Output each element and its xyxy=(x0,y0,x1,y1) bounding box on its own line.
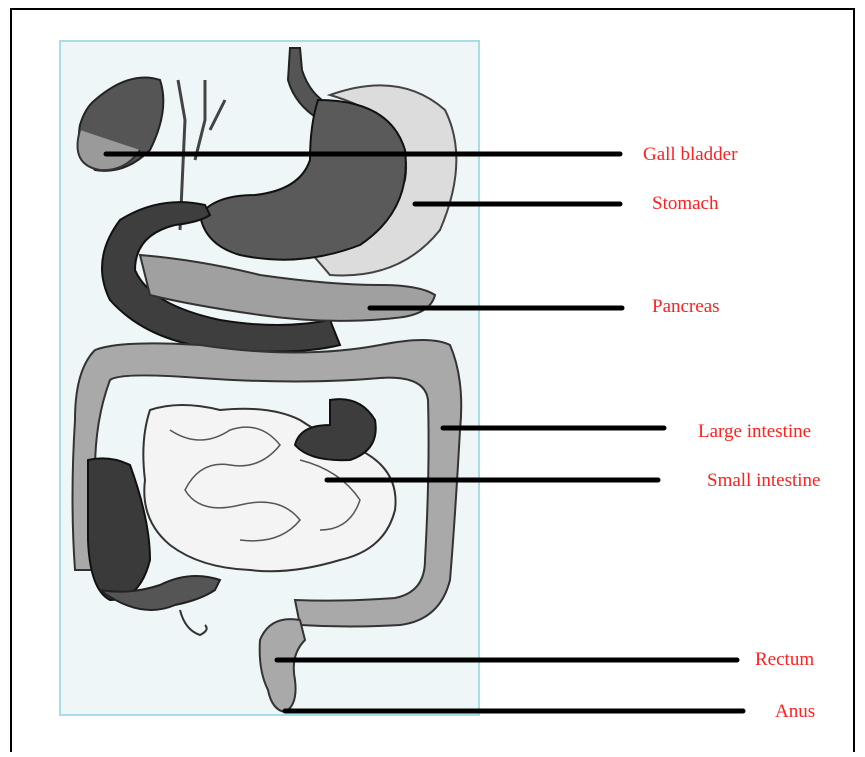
label-stomach: Stomach xyxy=(652,194,719,213)
label-small-intestine: Small intestine xyxy=(707,471,820,490)
label-rectum: Rectum xyxy=(755,650,814,669)
label-gall-bladder: Gall bladder xyxy=(643,145,737,164)
label-large-intestine: Large intestine xyxy=(698,422,811,441)
label-pancreas: Pancreas xyxy=(652,297,720,316)
label-anus: Anus xyxy=(775,702,815,721)
